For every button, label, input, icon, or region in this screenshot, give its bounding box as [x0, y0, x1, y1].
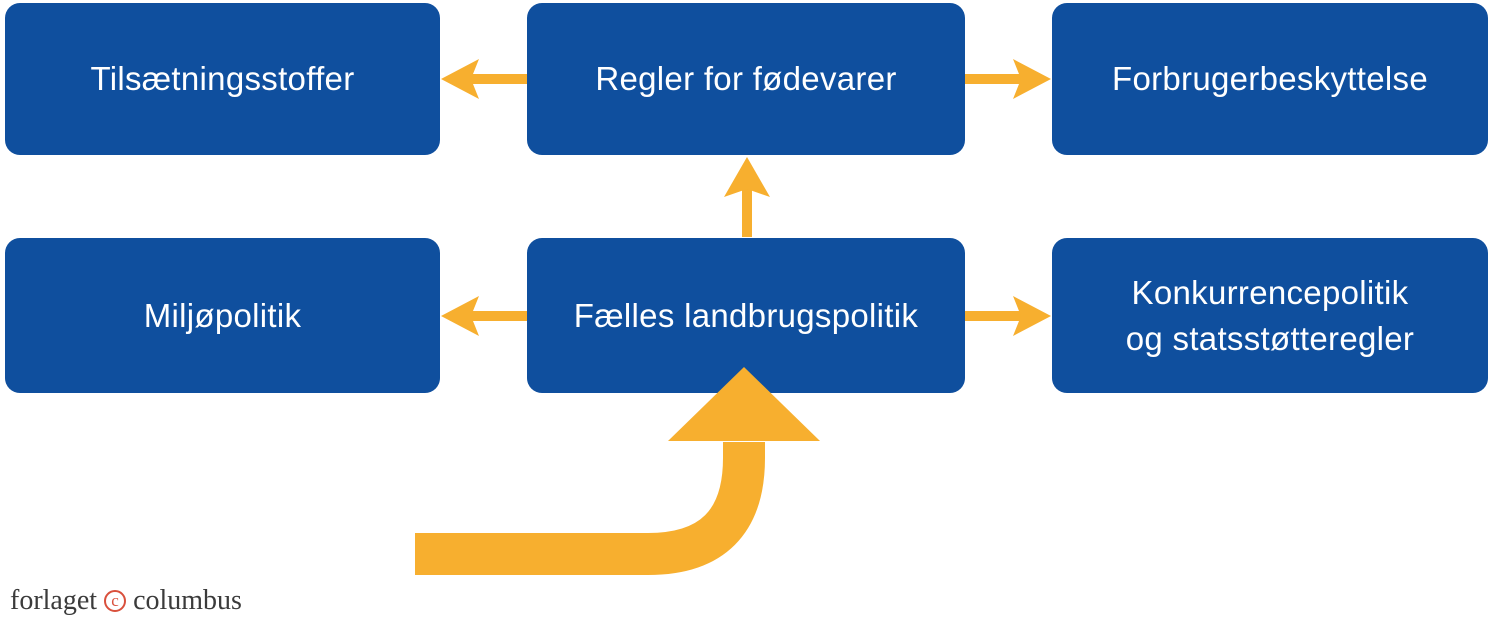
arrow-shaft	[469, 311, 527, 321]
box-tilsaetningsstoffer: Tilsætningsstoffer	[5, 3, 440, 155]
logo-text-forlaget: forlaget	[10, 585, 98, 616]
box-faelles-landbrugspolitik-label: Fælles landbrugspolitik	[573, 296, 919, 334]
arrow-landbrugspolitik-to-regler-icon	[724, 157, 770, 237]
arrow-head-left-icon	[441, 296, 479, 336]
arrow-shaft	[965, 74, 1023, 84]
box-miljoepolitik: Miljøpolitik	[5, 238, 440, 393]
box-konkurrencepolitik: Konkurrencepolitik og statsstøtteregler	[1052, 238, 1488, 393]
arrow-regler-to-forbrugerbeskyttelse-icon	[965, 59, 1051, 99]
box-faelles-landbrugspolitik: Fælles landbrugspolitik	[527, 238, 965, 393]
arrow-shaft	[469, 74, 527, 84]
box-miljoepolitik-label: Miljøpolitik	[143, 296, 302, 334]
arrow-head-up-icon	[724, 157, 770, 197]
arrow-landbrugspolitik-to-konkurrencepolitik-icon	[965, 296, 1051, 336]
arrow-landbrugspolitik-to-miljoepolitik-icon	[441, 296, 527, 336]
publisher-logo: forlaget c columbus	[10, 585, 242, 617]
box-konkurrencepolitik-label-line2: og statsstøtteregler	[1125, 319, 1415, 357]
box-tilsaetningsstoffer-label: Tilsætningsstoffer	[90, 60, 355, 98]
arrow-head-left-icon	[441, 59, 479, 99]
copyright-circle-icon: c	[104, 590, 127, 612]
arrow-regler-to-tilsaetningsstoffer-icon	[441, 59, 527, 99]
arrow-head-right-icon	[1013, 59, 1051, 99]
logo-text-columbus: columbus	[133, 585, 242, 616]
box-konkurrencepolitik-label-line1: Konkurrencepolitik	[1131, 273, 1409, 311]
arrow-curved-into-landbrugspolitik-icon	[415, 367, 820, 575]
curved-arrow-shaft	[415, 442, 765, 575]
arrow-head-right-icon	[1013, 296, 1051, 336]
arrow-shaft	[742, 188, 752, 237]
box-forbrugerbeskyttelse-label: Forbrugerbeskyttelse	[1112, 60, 1428, 98]
box-forbrugerbeskyttelse: Forbrugerbeskyttelse	[1052, 3, 1488, 155]
arrow-shaft	[965, 311, 1023, 321]
box-regler-for-foedevarer: Regler for fødevarer	[527, 3, 965, 155]
box-regler-for-foedevarer-label: Regler for fødevarer	[595, 60, 897, 98]
copyright-letter: c	[111, 591, 119, 610]
